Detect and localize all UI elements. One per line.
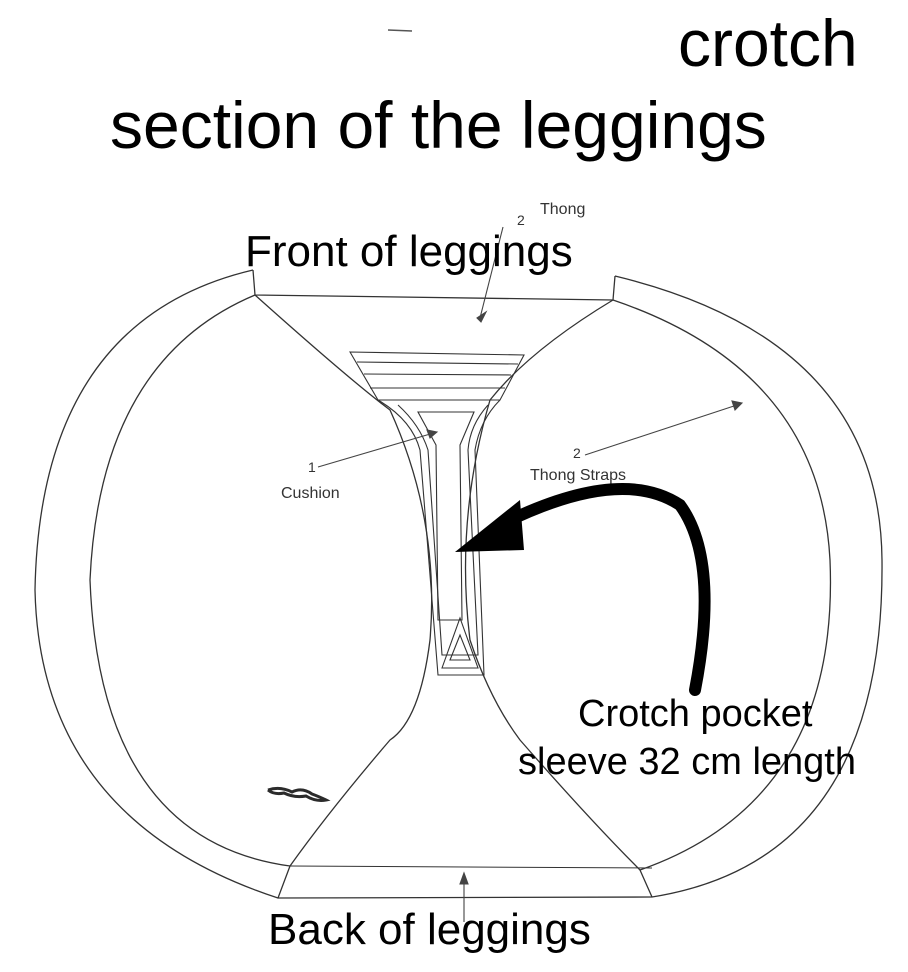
back-edge	[277, 865, 653, 899]
front-label: Front of leggings	[245, 227, 573, 276]
thong-piece	[349, 351, 525, 401]
back-panel	[289, 865, 653, 869]
thong-straps-label: Thong Straps	[530, 467, 627, 484]
cushion-number: 1	[308, 459, 316, 475]
cushion-label: Cushion	[281, 485, 340, 502]
crotch-pocket-arrow	[455, 483, 711, 696]
crotch-pocket-line1: Crotch pocket	[578, 693, 813, 735]
scribble-mark	[267, 786, 331, 802]
outer-outline	[34, 269, 883, 899]
right-panel	[464, 299, 832, 871]
left-panel	[89, 294, 433, 867]
cushion-strap	[377, 399, 501, 676]
top-smudge	[0, 0, 660, 70]
thong-label: Thong	[540, 201, 586, 218]
thong-straps-number: 2	[573, 445, 581, 461]
crotch-pocket-line2: sleeve 32 cm length	[518, 741, 856, 783]
back-label: Back of leggings	[268, 905, 591, 954]
leader-lines	[317, 226, 744, 922]
smudge-mark	[387, 29, 413, 32]
thong-number: 2	[517, 212, 525, 228]
title-line1: crotch	[678, 6, 858, 80]
front-edge	[252, 269, 616, 301]
title-line2: section of the leggings	[110, 88, 767, 162]
